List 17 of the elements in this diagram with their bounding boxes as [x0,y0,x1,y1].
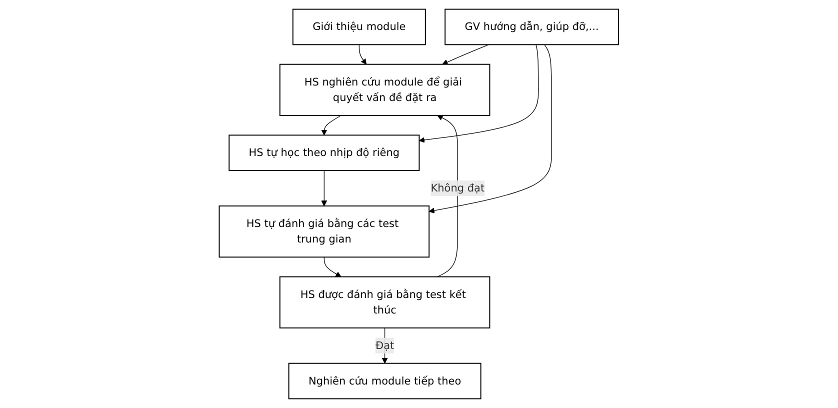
node-box: GV hướng dẫn, giúp đỡ,... [444,8,620,46]
arrow [442,44,490,65]
arrow [321,170,328,206]
node-box: HS nghiên cứu module để giải quyết vấn đề đặt ra [280,64,490,116]
arrow [419,44,539,143]
node-box: Giới thiệu module [292,8,426,46]
arrow [428,44,552,214]
edge-label: Đạt [376,339,394,352]
arrow [321,115,342,136]
arrow [358,44,367,65]
node-box: Nghiên cứu module tiếp theo [288,362,482,400]
node-box: HS tự đánh giá bằng các test trung gian [218,205,430,258]
arrow [437,115,458,278]
edge-label: Không đạt [430,182,485,194]
node-box: HS tự học theo nhịp độ riêng [228,134,420,172]
arrow [324,256,342,278]
node-box: HS được đánh giá bằng test kết thúc [280,276,490,328]
